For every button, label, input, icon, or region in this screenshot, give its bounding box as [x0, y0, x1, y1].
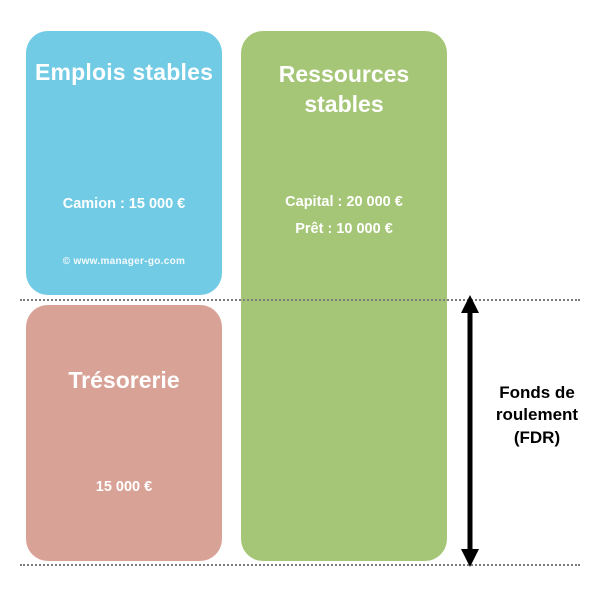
- block-tresorerie-title: Trésorerie: [68, 367, 180, 393]
- block-ressources-item-pret: Prêt : 10 000 €: [295, 221, 393, 237]
- block-ressources-item-capital: Capital : 20 000 €: [285, 194, 403, 210]
- fdr-double-arrow-icon: [461, 295, 479, 567]
- fdr-label-line-3: (FDR): [513, 427, 561, 447]
- block-emplois-stables: Emplois stables Camion : 15 000 € © www.…: [26, 31, 222, 295]
- fdr-label-line-2: roulement: [495, 405, 579, 425]
- block-ressources-title: Ressources stables: [278, 61, 410, 117]
- guide-line-top: [20, 299, 580, 301]
- block-tresorerie-amount: 15 000 €: [95, 479, 153, 495]
- block-tresorerie: Trésorerie 15 000 €: [26, 305, 222, 561]
- block-emplois-title: Emplois stables: [34, 59, 214, 85]
- fdr-label-line-1: Fonds de: [499, 383, 575, 402]
- watermark-credit: © www.manager-go.com: [62, 256, 186, 267]
- block-ressources-stables: Ressources stables Capital : 20 000 € Pr…: [241, 31, 447, 561]
- guide-line-bottom: [20, 564, 580, 566]
- block-emplois-item: Camion : 15 000 €: [62, 196, 186, 212]
- fdr-label: Fonds de roulement (FDR): [478, 382, 596, 449]
